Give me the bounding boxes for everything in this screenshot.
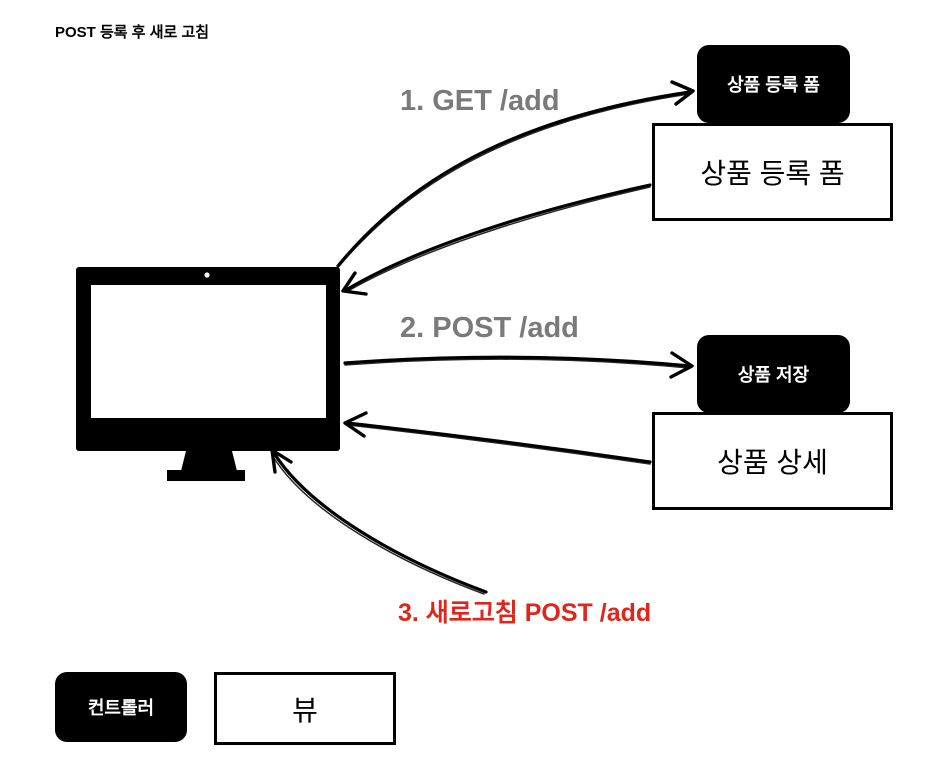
view-box-add-form: 상품 등록 폼 <box>652 123 893 221</box>
arrow-post-request <box>343 351 694 379</box>
arrow-get-request <box>336 80 695 268</box>
legend-view: 뷰 <box>214 672 396 745</box>
controller-box-save: 상품 저장 <box>697 335 850 413</box>
monitor-icon <box>76 267 340 481</box>
view-box-item-detail: 상품 상세 <box>652 412 893 510</box>
arrow-refresh-post-line <box>272 451 488 594</box>
step-label-get: 1. GET /add <box>400 85 560 117</box>
arrow-refresh-post-sketch <box>271 454 485 595</box>
arrow-form-response <box>341 183 652 296</box>
step-label-post: 2. POST /add <box>400 312 579 344</box>
arrow-post-request-sketch <box>344 358 690 369</box>
arrow-form-response-sketch <box>347 186 651 292</box>
arrow-detail-response-sketch <box>347 424 651 465</box>
arrow-get-request-sketch <box>339 93 690 266</box>
monitor-camera <box>204 272 210 278</box>
arrow-refresh-post <box>270 448 488 595</box>
controller-box-add-form: 상품 등록 폼 <box>697 45 850 123</box>
arrow-get-request-head <box>670 80 695 106</box>
diagram-title: POST 등록 후 새로 고침 <box>55 24 210 41</box>
legend-controller: 컨트롤러 <box>55 672 187 742</box>
arrow-detail-response-head <box>343 411 368 438</box>
arrow-get-request-line <box>336 90 692 268</box>
monitor-neck <box>181 451 237 471</box>
monitor-screen <box>91 285 326 418</box>
arrow-form-response-line <box>344 183 652 292</box>
arrow-post-request-line <box>343 355 692 368</box>
arrow-post-request-head <box>669 351 694 379</box>
arrow-form-response-head <box>341 271 368 296</box>
step-label-refresh: 3. 새로고침 POST /add <box>398 599 652 627</box>
arrow-detail-response-line <box>345 421 652 464</box>
arrow-refresh-post-head <box>270 448 293 474</box>
monitor-base <box>167 470 245 481</box>
arrow-detail-response <box>343 411 652 465</box>
